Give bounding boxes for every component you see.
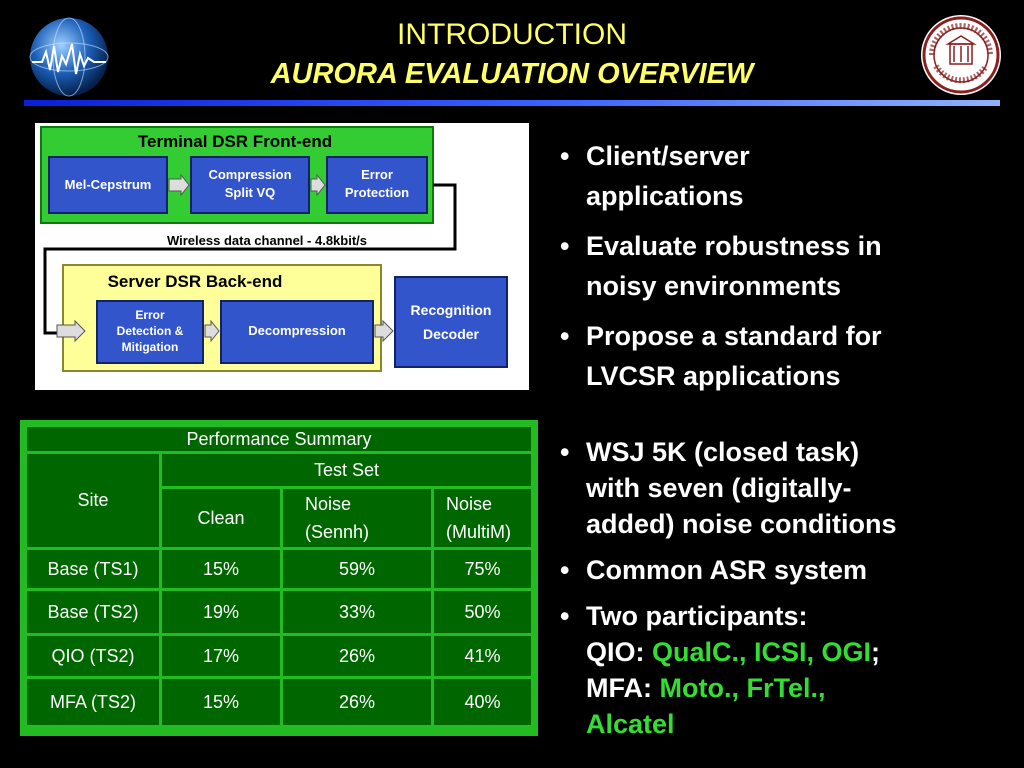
bullet-common-asr: • Common ASR system xyxy=(560,555,868,585)
compression-label-1: Compression xyxy=(208,167,291,182)
recognition-label-1: Recognition xyxy=(411,302,492,318)
arrow-icon xyxy=(56,319,86,343)
decompression-box xyxy=(220,300,374,364)
table-row: Base (TS1)15% 59%75% xyxy=(27,550,531,588)
site-header: Site xyxy=(27,454,159,547)
slide-subtitle: AURORA EVALUATION OVERVIEW xyxy=(270,58,754,90)
mfa-participants-1: Moto., FrTel., xyxy=(659,673,826,703)
decompression-label: Decompression xyxy=(248,323,346,338)
channel-label: Wireless data channel - 4.8kbit/s xyxy=(167,233,367,248)
title-divider xyxy=(24,100,1000,106)
bullet-propose-standard: • Propose a standard for LVCSR applicati… xyxy=(560,321,882,391)
front-end-title: Terminal DSR Front-end xyxy=(138,132,332,151)
compression-label-2: Split VQ xyxy=(225,185,276,200)
table-row: Base (TS2)19% 33%50% xyxy=(27,591,531,633)
error-detection-label-1: Error xyxy=(135,308,165,322)
performance-summary-table: Performance Summary Site Test Set Clean … xyxy=(20,420,538,736)
error-detection-box xyxy=(96,300,204,364)
error-protection-label-1: Error xyxy=(361,167,393,182)
mfa-label: MFA: xyxy=(586,673,660,703)
bullet-evaluate-robustness: • Evaluate robustness in noisy environme… xyxy=(560,231,882,301)
error-detection-label-2: Detection & xyxy=(117,324,184,338)
table-row: QIO (TS2)17% 26%41% xyxy=(27,636,531,676)
noise-sennh-header: Noise(Sennh) xyxy=(283,489,431,547)
mel-cepstrum-box xyxy=(48,156,168,214)
arrow-icon xyxy=(168,173,190,197)
recognition-label-2: Decoder xyxy=(423,326,480,342)
error-protection-label-2: Protection xyxy=(345,185,409,200)
dsr-block-diagram: Terminal DSR Front-end Mel-Cepstrum Comp… xyxy=(35,123,529,390)
qio-participants: QualC., ICSI, OGI xyxy=(652,637,872,667)
arrow-icon xyxy=(374,319,394,343)
recognition-decoder-box xyxy=(394,276,508,368)
error-detection-label-3: Mitigation xyxy=(122,340,179,354)
university-seal-icon xyxy=(921,15,1001,95)
slide-title: INTRODUCTION xyxy=(397,18,627,51)
table-title: Performance Summary xyxy=(27,427,531,451)
bullet-participants: • Two participants: QIO: QualC., ICSI, O… xyxy=(560,598,1010,742)
channel-connector xyxy=(43,183,457,335)
compression-box xyxy=(190,156,310,214)
noise-multim-header: Noise(MultiM) xyxy=(434,489,531,547)
bullet-wsj: • WSJ 5K (closed task) with seven (digit… xyxy=(560,437,897,539)
mfa-participants-2: Alcatel xyxy=(586,709,675,739)
back-end-title: Server DSR Back-end xyxy=(108,272,283,291)
mel-cepstrum-label: Mel-Cepstrum xyxy=(65,177,152,192)
testset-header: Test Set xyxy=(162,454,531,486)
qio-label: QIO: xyxy=(586,637,652,667)
table-row: MFA (TS2)15% 26%40% xyxy=(27,679,531,725)
arrow-icon xyxy=(204,319,220,343)
bullet-client-server: • Client/server applications xyxy=(560,141,750,211)
arrow-icon xyxy=(310,173,326,197)
error-protection-box xyxy=(326,156,428,214)
globe-logo-icon xyxy=(29,17,109,97)
clean-header: Clean xyxy=(162,489,280,547)
